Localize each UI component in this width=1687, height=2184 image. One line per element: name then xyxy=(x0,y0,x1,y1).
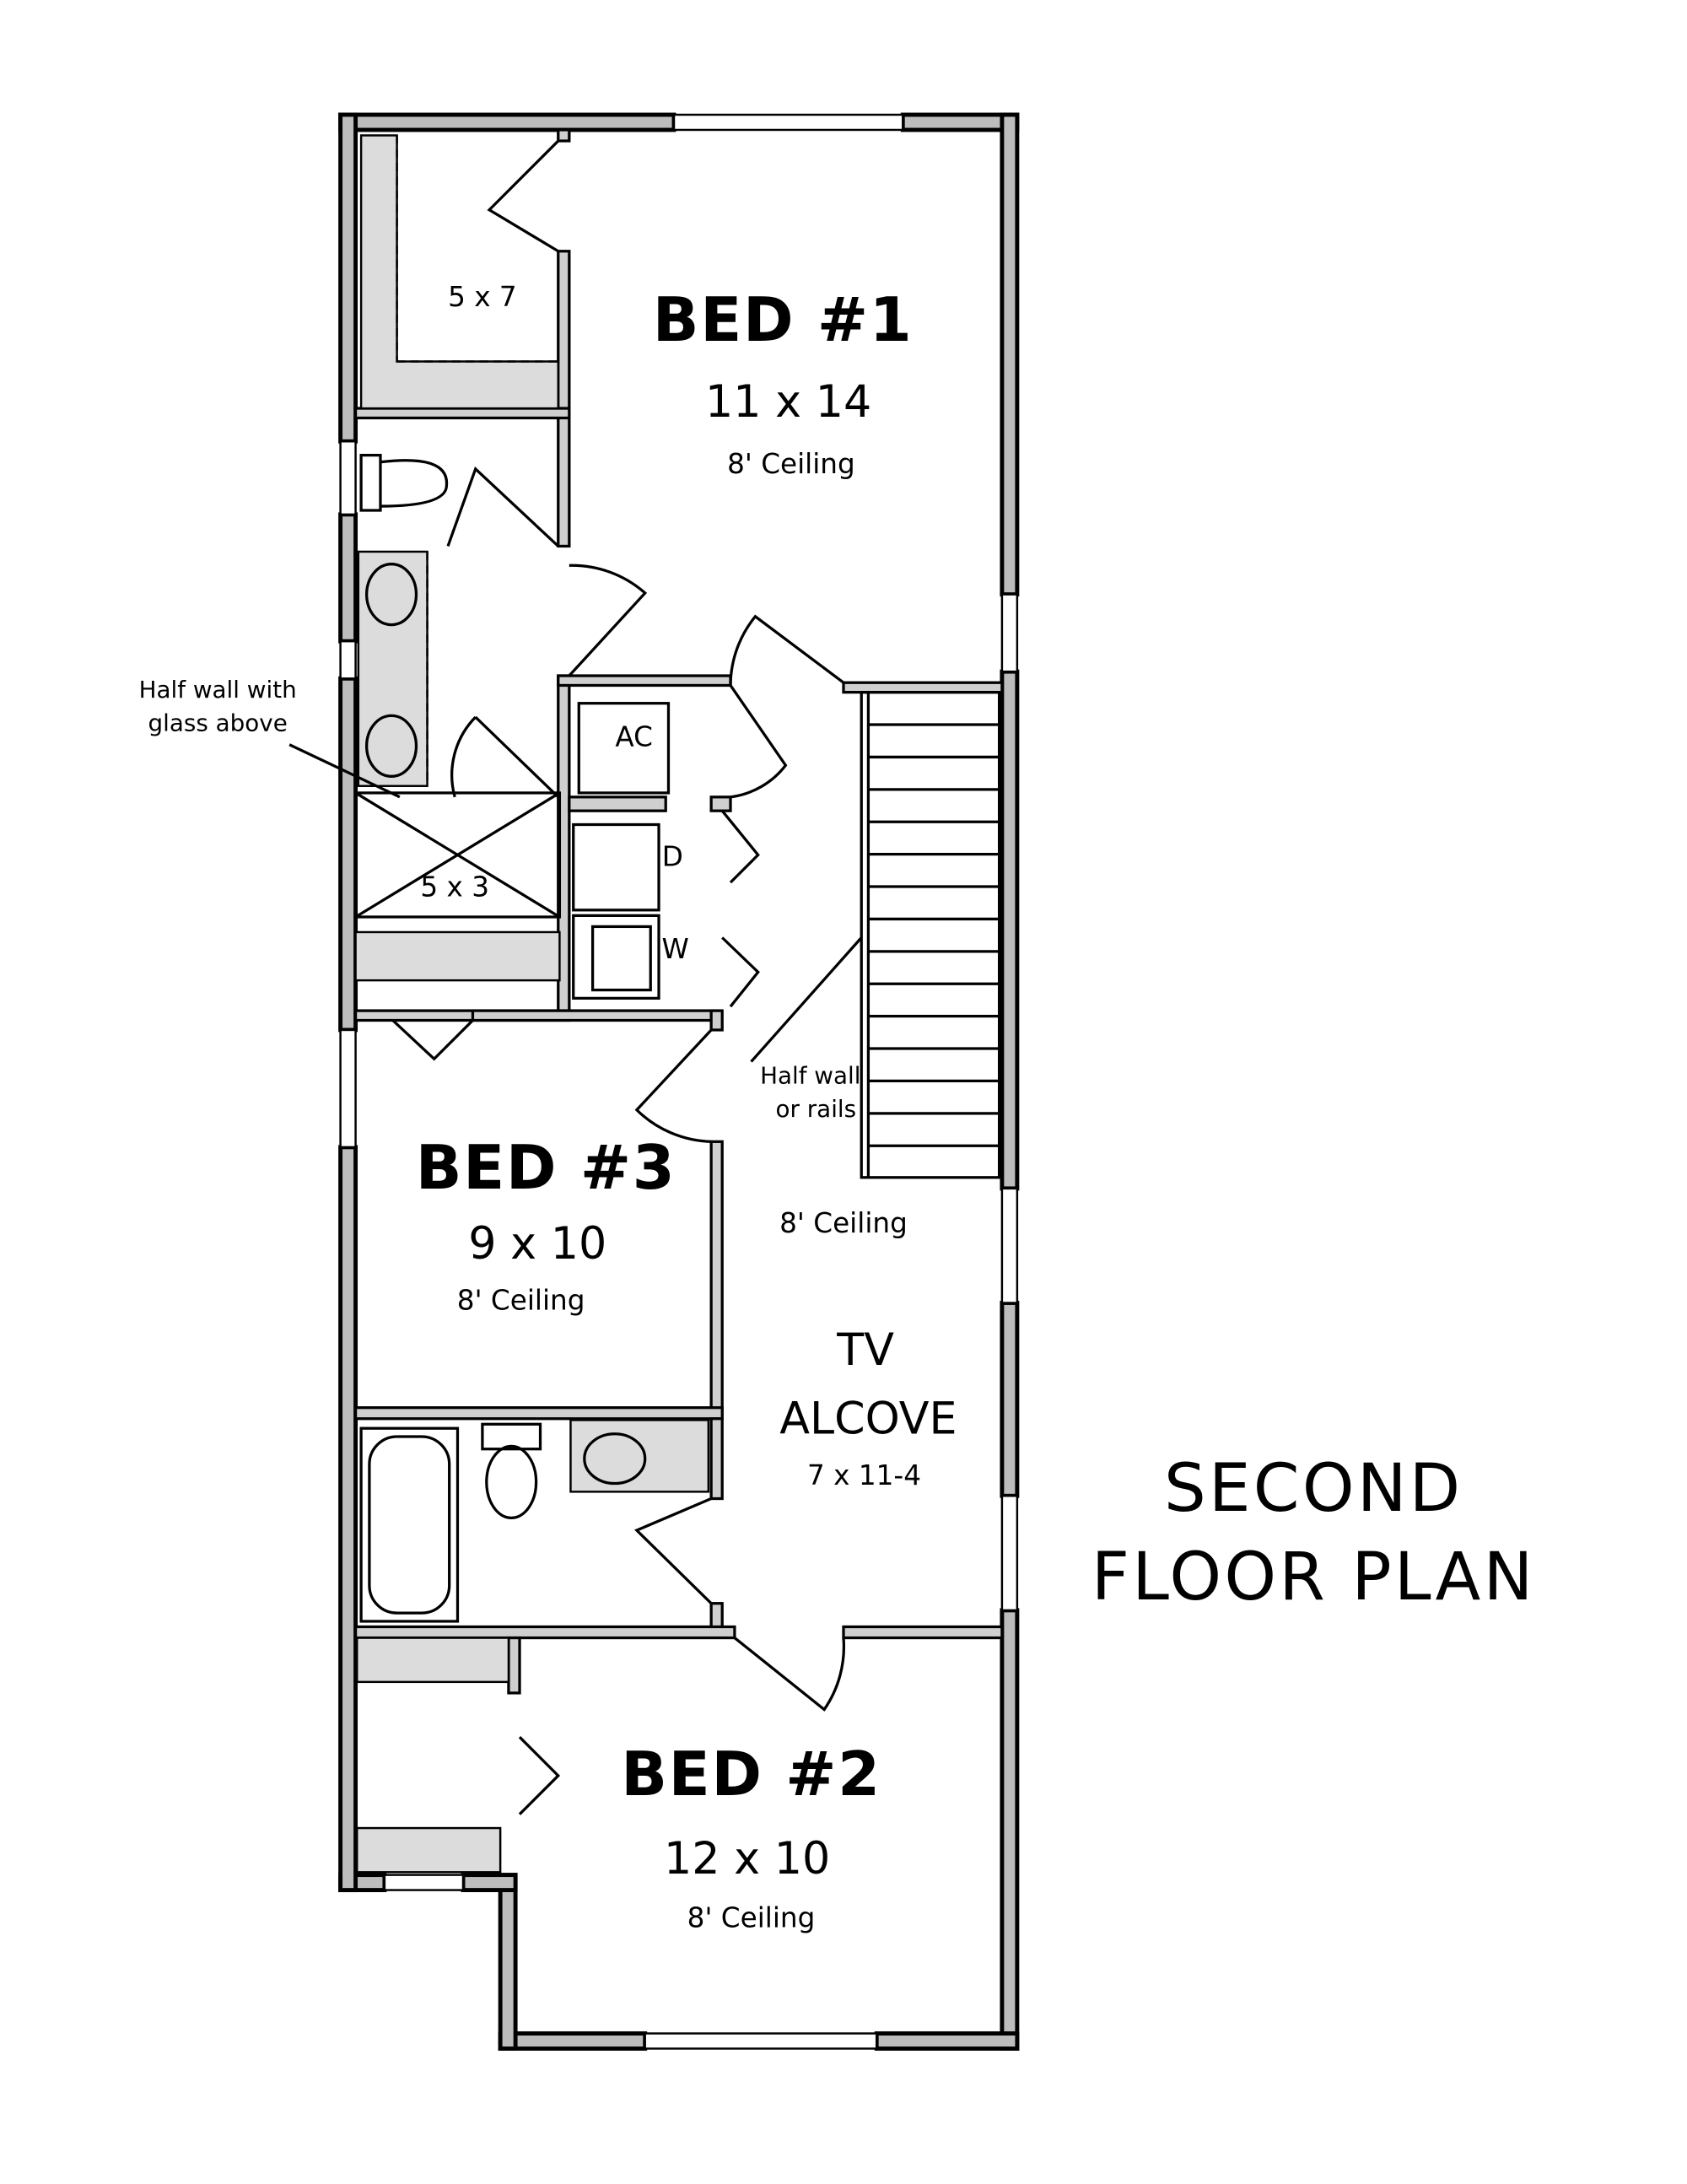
bed2-name: BED #2 xyxy=(621,1739,881,1809)
half-wall-rails-note-line1: Half wall xyxy=(760,1062,860,1090)
plan-title-line2: FLOOR PLAN xyxy=(1091,1539,1536,1615)
tv-alcove-name-line2: ALCOVE xyxy=(779,1394,957,1445)
bed2-ceiling: 8' Ceiling xyxy=(687,1902,816,1934)
bed3-ceiling: 8' Ceiling xyxy=(457,1285,585,1317)
bed1-name: BED #1 xyxy=(653,284,914,355)
doors xyxy=(391,139,846,1815)
bed3-name: BED #3 xyxy=(416,1132,676,1203)
half-wall-glass-note-line2: glass above xyxy=(148,709,288,736)
closet-size: 5 x 7 xyxy=(448,281,517,313)
dryer-label: D xyxy=(662,841,683,873)
fixtures xyxy=(288,134,710,1874)
tv-alcove-size: 7 x 11-4 xyxy=(807,1459,921,1491)
interior-walls xyxy=(353,128,1004,1695)
plan-title-line1: SECOND xyxy=(1164,1450,1463,1527)
shower-size: 5 x 3 xyxy=(420,871,489,903)
tv-alcove-name-line1: TV xyxy=(836,1324,894,1376)
windows xyxy=(339,113,1019,2050)
bed1-size: 11 x 14 xyxy=(705,376,871,428)
bed1-ceiling: 8' Ceiling xyxy=(727,448,855,480)
ac-label: AC xyxy=(615,720,653,752)
half-wall-rails-note-line2: or rails xyxy=(776,1095,857,1123)
bed2-size: 12 x 10 xyxy=(664,1833,830,1885)
stairs[interactable] xyxy=(750,691,1001,1179)
washer-label: W xyxy=(662,933,689,965)
hall-ceiling: 8' Ceiling xyxy=(779,1207,908,1239)
half-wall-glass-note-line1: Half wall with xyxy=(139,676,297,704)
bed3-size: 9 x 10 xyxy=(468,1218,606,1270)
